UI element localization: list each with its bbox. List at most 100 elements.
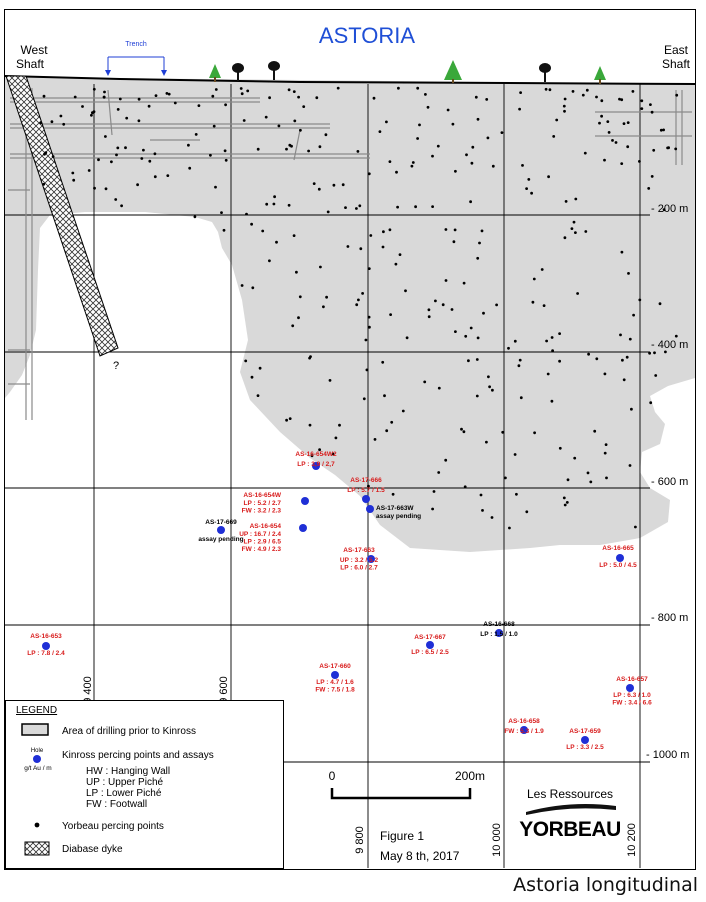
yorbeau-point (622, 122, 626, 125)
yorbeau-point (114, 198, 118, 201)
trench-label: Trench (125, 41, 147, 48)
yorbeau-point (357, 298, 360, 302)
yorbeau-point (525, 510, 529, 514)
yorbeau-point (137, 119, 141, 123)
legend-hole-unit: g/t Au / m (24, 765, 51, 772)
yorbeau-point (431, 205, 434, 209)
yorbeau-point (600, 114, 603, 118)
yorbeau-point (140, 157, 144, 160)
yorbeau-point (319, 265, 322, 269)
section-label: 9 800 (354, 826, 366, 854)
yorbeau-point (367, 267, 371, 270)
yorbeau-point (308, 423, 312, 427)
yorbeau-point (470, 161, 474, 165)
yorbeau-point (450, 308, 454, 311)
yorbeau-point (423, 380, 427, 384)
yorbeau-point (640, 99, 644, 103)
legend-box (5, 700, 284, 869)
yorbeau-point (42, 94, 46, 98)
yorbeau-point (288, 417, 292, 420)
hole-dot (426, 641, 434, 649)
yorbeau-point (482, 311, 485, 315)
yorbeau-point (426, 105, 430, 109)
yorbeau-point (240, 284, 244, 287)
yorbeau-point (454, 330, 457, 333)
yorbeau-point (250, 222, 254, 226)
hole-assay: FW : 5.3 / 1.9 (504, 728, 544, 735)
yorbeau-point (42, 182, 46, 186)
yorbeau-point (416, 137, 419, 140)
hole-dot (520, 726, 528, 734)
yorbeau-point (462, 430, 466, 434)
yorbeau-point (518, 358, 522, 362)
yorbeau-point (147, 104, 151, 108)
yorbeau-point (142, 148, 145, 152)
yorbeau-point (604, 443, 608, 446)
yorbeau-point (136, 183, 140, 187)
yorbeau-point (625, 355, 629, 359)
yorbeau-point (595, 95, 598, 99)
yorbeau-point (368, 325, 371, 329)
legend-hole-dot (33, 755, 41, 763)
yorbeau-point (649, 401, 653, 405)
yorbeau-percing-points (39, 86, 679, 530)
yorbeau-point (125, 116, 129, 120)
yorbeau-point (481, 509, 484, 512)
yorbeau-point (404, 289, 407, 293)
yorbeau-point (364, 338, 368, 342)
hole-dot (616, 554, 624, 562)
yorbeau-point (619, 333, 622, 337)
diabase-dyke (5, 75, 119, 357)
yorbeau-point (432, 490, 436, 493)
hole-id: AS-17-660 (319, 663, 351, 670)
hole-assay: LP : 5.0 / 4.5 (599, 562, 637, 569)
yorbeau-point (310, 454, 314, 458)
yorbeau-point (620, 98, 624, 102)
yorbeau-point (355, 303, 359, 307)
legend-dyke-label: Diabase dyke (62, 844, 123, 855)
yorbeau-point (521, 164, 524, 167)
legend-hole-word: Hole (31, 748, 44, 754)
yorbeau-point (381, 245, 385, 249)
yorbeau-point (324, 133, 328, 137)
yorbeau-point (137, 97, 141, 101)
yorbeau-point (576, 292, 579, 295)
hole-assay: FW : 3.4 / 6.6 (612, 700, 652, 707)
yorbeau-point (463, 485, 467, 489)
yorbeau-point (275, 240, 278, 244)
yorbeau-point (469, 200, 472, 204)
yorbeau-point (485, 98, 489, 101)
yorbeau-point (211, 94, 215, 98)
hole-dot (495, 629, 503, 637)
hole-id: AS-17-659 (569, 728, 601, 735)
yorbeau-point (513, 453, 517, 456)
yorbeau-point (359, 247, 363, 251)
yorbeau-point (515, 492, 518, 496)
yorbeau-point (220, 211, 223, 215)
section-label: 9 600 (218, 676, 230, 704)
trench-marker: Trench (105, 41, 167, 76)
yorbeau-point (626, 121, 630, 124)
yorbeau-point (346, 245, 350, 248)
yorbeau-logo: Les Ressources YORBEAU (519, 787, 621, 841)
yorbeau-point (214, 88, 218, 91)
yorbeau-point (298, 295, 302, 299)
hole-dot (299, 524, 307, 532)
yorbeau-point (555, 118, 559, 122)
yorbeau-point (378, 130, 382, 134)
yorbeau-point (500, 131, 504, 135)
yorbeau-point (391, 492, 395, 496)
yorbeau-point (401, 409, 405, 413)
yorbeau-point (532, 277, 536, 281)
yorbeau-point (385, 429, 389, 433)
yorbeau-point (589, 480, 593, 484)
yorbeau-point (383, 394, 386, 398)
yorbeau-point (344, 206, 347, 210)
hole-id: AS-16-658 (508, 718, 540, 725)
yorbeau-point (647, 187, 651, 190)
section-label: 10 200 (626, 823, 638, 857)
